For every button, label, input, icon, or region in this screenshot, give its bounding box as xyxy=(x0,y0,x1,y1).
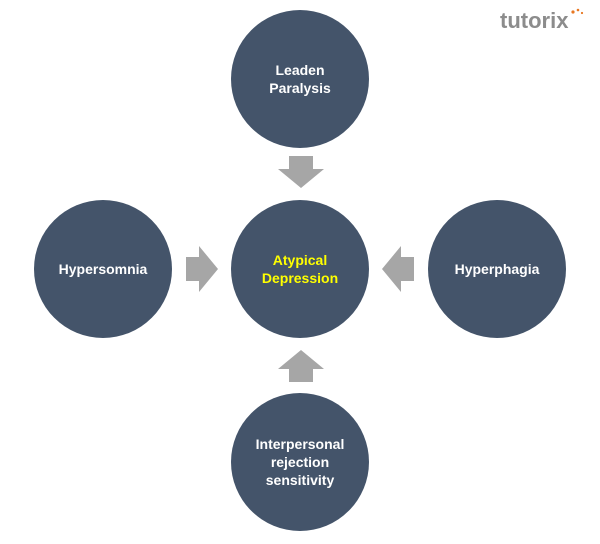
node-label: Interpersonal rejection sensitivity xyxy=(255,436,345,488)
arrow-up xyxy=(278,350,324,382)
arrow-left xyxy=(382,246,414,292)
arrow-right xyxy=(186,246,218,292)
node-label: Hypersomnia xyxy=(58,261,148,277)
node-hypersomnia: Hypersomnia xyxy=(34,200,172,338)
node-label: Atypical Depression xyxy=(261,252,339,286)
node-label: Hyperphagia xyxy=(454,261,540,277)
tutorix-logo: tutorix xyxy=(500,8,584,33)
node-interpersonal-rejection-sensitivity: Interpersonal rejection sensitivity xyxy=(231,393,369,531)
node-label: Leaden Paralysis xyxy=(269,62,331,96)
logo-accent-dot xyxy=(576,8,580,12)
logo-wordmark: tutorix xyxy=(500,8,569,33)
logo-accent-dot xyxy=(580,11,584,15)
node-hyperphagia: Hyperphagia xyxy=(428,200,566,338)
arrow-down xyxy=(278,156,324,188)
node-leaden-paralysis: Leaden Paralysis xyxy=(231,10,369,148)
logo-accent-dot xyxy=(571,10,575,14)
node-atypical-depression: Atypical Depression xyxy=(231,200,369,338)
